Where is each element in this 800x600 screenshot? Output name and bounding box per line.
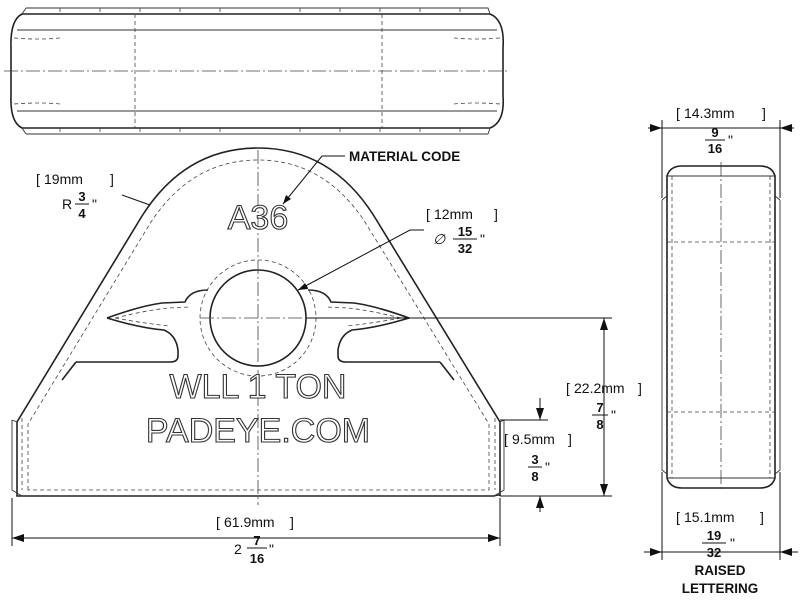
depth-bottom-arrow-left (650, 548, 662, 556)
hole-height-arrow-bottom (600, 484, 608, 496)
radius-den: 4 (78, 206, 86, 221)
engraving-material: A36 (228, 199, 289, 237)
width-arrow-right (488, 534, 500, 542)
front-view-rib-outline (76, 289, 440, 363)
front-view-hidden-edges (21, 418, 496, 490)
engraving-wll: WLL 1 TON (170, 368, 347, 406)
hole-height-dimension (306, 317, 612, 497)
depth-bottom-arrow-right (780, 548, 792, 556)
radius-mm: 19mm (44, 171, 83, 187)
front-view-centerlines (200, 150, 316, 505)
hole-mm: 12mm (434, 206, 473, 222)
material-code-arrow (283, 195, 291, 204)
side-view-lettering-faces (661, 195, 781, 475)
depth-top-den: 16 (708, 141, 722, 156)
top-view (4, 7, 510, 135)
hole-height-num: 7 (596, 400, 603, 415)
depth-bottom-bracket-open: [ (676, 509, 680, 525)
width-num: 7 (253, 533, 260, 548)
front-view-rib-ends (61, 361, 455, 381)
raised-lettering-line1: RAISED (694, 563, 745, 578)
radius-leader (121, 194, 151, 206)
raised-lettering-line2: LETTERING (682, 581, 759, 596)
depth-bottom-unit: " (730, 535, 735, 551)
hole-leader (297, 229, 424, 291)
depth-top-arrow-left (650, 124, 662, 132)
top-view-hidden-curves (13, 37, 501, 105)
front-view-side-faces (11, 419, 505, 497)
radius-unit: " (92, 196, 97, 212)
base-height-den: 8 (531, 469, 538, 484)
hole-height-den: 8 (596, 417, 603, 432)
hole-diameter-symbol: ∅ (433, 231, 446, 247)
depth-top-dimension (648, 120, 794, 198)
material-code-label: MATERIAL CODE (349, 149, 460, 164)
radius-num: 3 (78, 189, 85, 204)
base-height-bracket-close: ] (568, 431, 572, 447)
base-height-mm: 9.5mm (512, 431, 555, 447)
engraving-website: PADEYE.COM (146, 412, 370, 450)
hole-unit: " (480, 231, 485, 247)
depth-top-mm: 14.3mm (684, 105, 735, 121)
width-bracket-close: ] (290, 514, 294, 530)
base-height-bracket-open: [ (504, 431, 508, 447)
front-view-outline (16, 147, 501, 497)
base-height-num: 3 (531, 452, 538, 467)
top-view-edge-lines (17, 29, 497, 112)
base-height-arrow-bottom (536, 496, 544, 508)
top-view-lettering-rims (21, 7, 491, 135)
depth-bottom-mm: 15.1mm (684, 509, 735, 525)
hole-height-bracket-open: [ (566, 380, 570, 396)
hole-arrow (298, 283, 308, 290)
radius-bracket-open: [ (36, 171, 40, 187)
depth-bottom-den: 32 (707, 545, 721, 560)
front-view: A36 WLL 1 TON PADEYE.COM (11, 147, 505, 505)
side-view (661, 162, 781, 492)
width-mm: 61.9mm (224, 514, 275, 530)
depth-top-unit: " (728, 132, 733, 148)
depth-top-bracket-close: ] (762, 105, 766, 121)
top-view-lettering-ticks (59, 8, 461, 134)
depth-top-bracket-open: [ (676, 105, 680, 121)
hole-num: 15 (458, 224, 472, 239)
depth-bottom-bracket-close: ] (760, 509, 764, 525)
hole-height-mm: 22.2mm (574, 380, 625, 396)
hole-height-arrow-top (600, 318, 608, 330)
depth-top-num: 9 (711, 125, 718, 140)
hole-bracket-close: ] (494, 206, 498, 222)
width-whole: 2 (234, 541, 242, 557)
base-height-arrow-top (536, 408, 544, 420)
depth-top-arrow-right (780, 124, 792, 132)
radius-bracket-close: ] (110, 171, 114, 187)
side-view-edge-lines (667, 175, 775, 479)
material-code-leader (282, 155, 345, 205)
width-unit: " (269, 541, 274, 557)
radius-prefix: R (62, 196, 72, 212)
base-height-unit: " (545, 459, 550, 475)
hole-bracket-open: [ (426, 206, 430, 222)
dimension-labels: MATERIAL CODE [ 19mm ] R 3 4 " [ 12mm ] … (36, 105, 766, 596)
width-arrow-left (12, 534, 24, 542)
hole-den: 32 (458, 241, 472, 256)
width-bracket-open: [ (216, 514, 220, 530)
depth-bottom-num: 19 (707, 528, 721, 543)
dimension-lines (11, 120, 798, 560)
depth-bottom-dimension (644, 472, 798, 560)
hole-height-unit: " (611, 407, 616, 423)
hole-height-bracket-close: ] (638, 380, 642, 396)
front-view-inner-outline (27, 159, 490, 491)
width-den: 16 (250, 551, 264, 566)
